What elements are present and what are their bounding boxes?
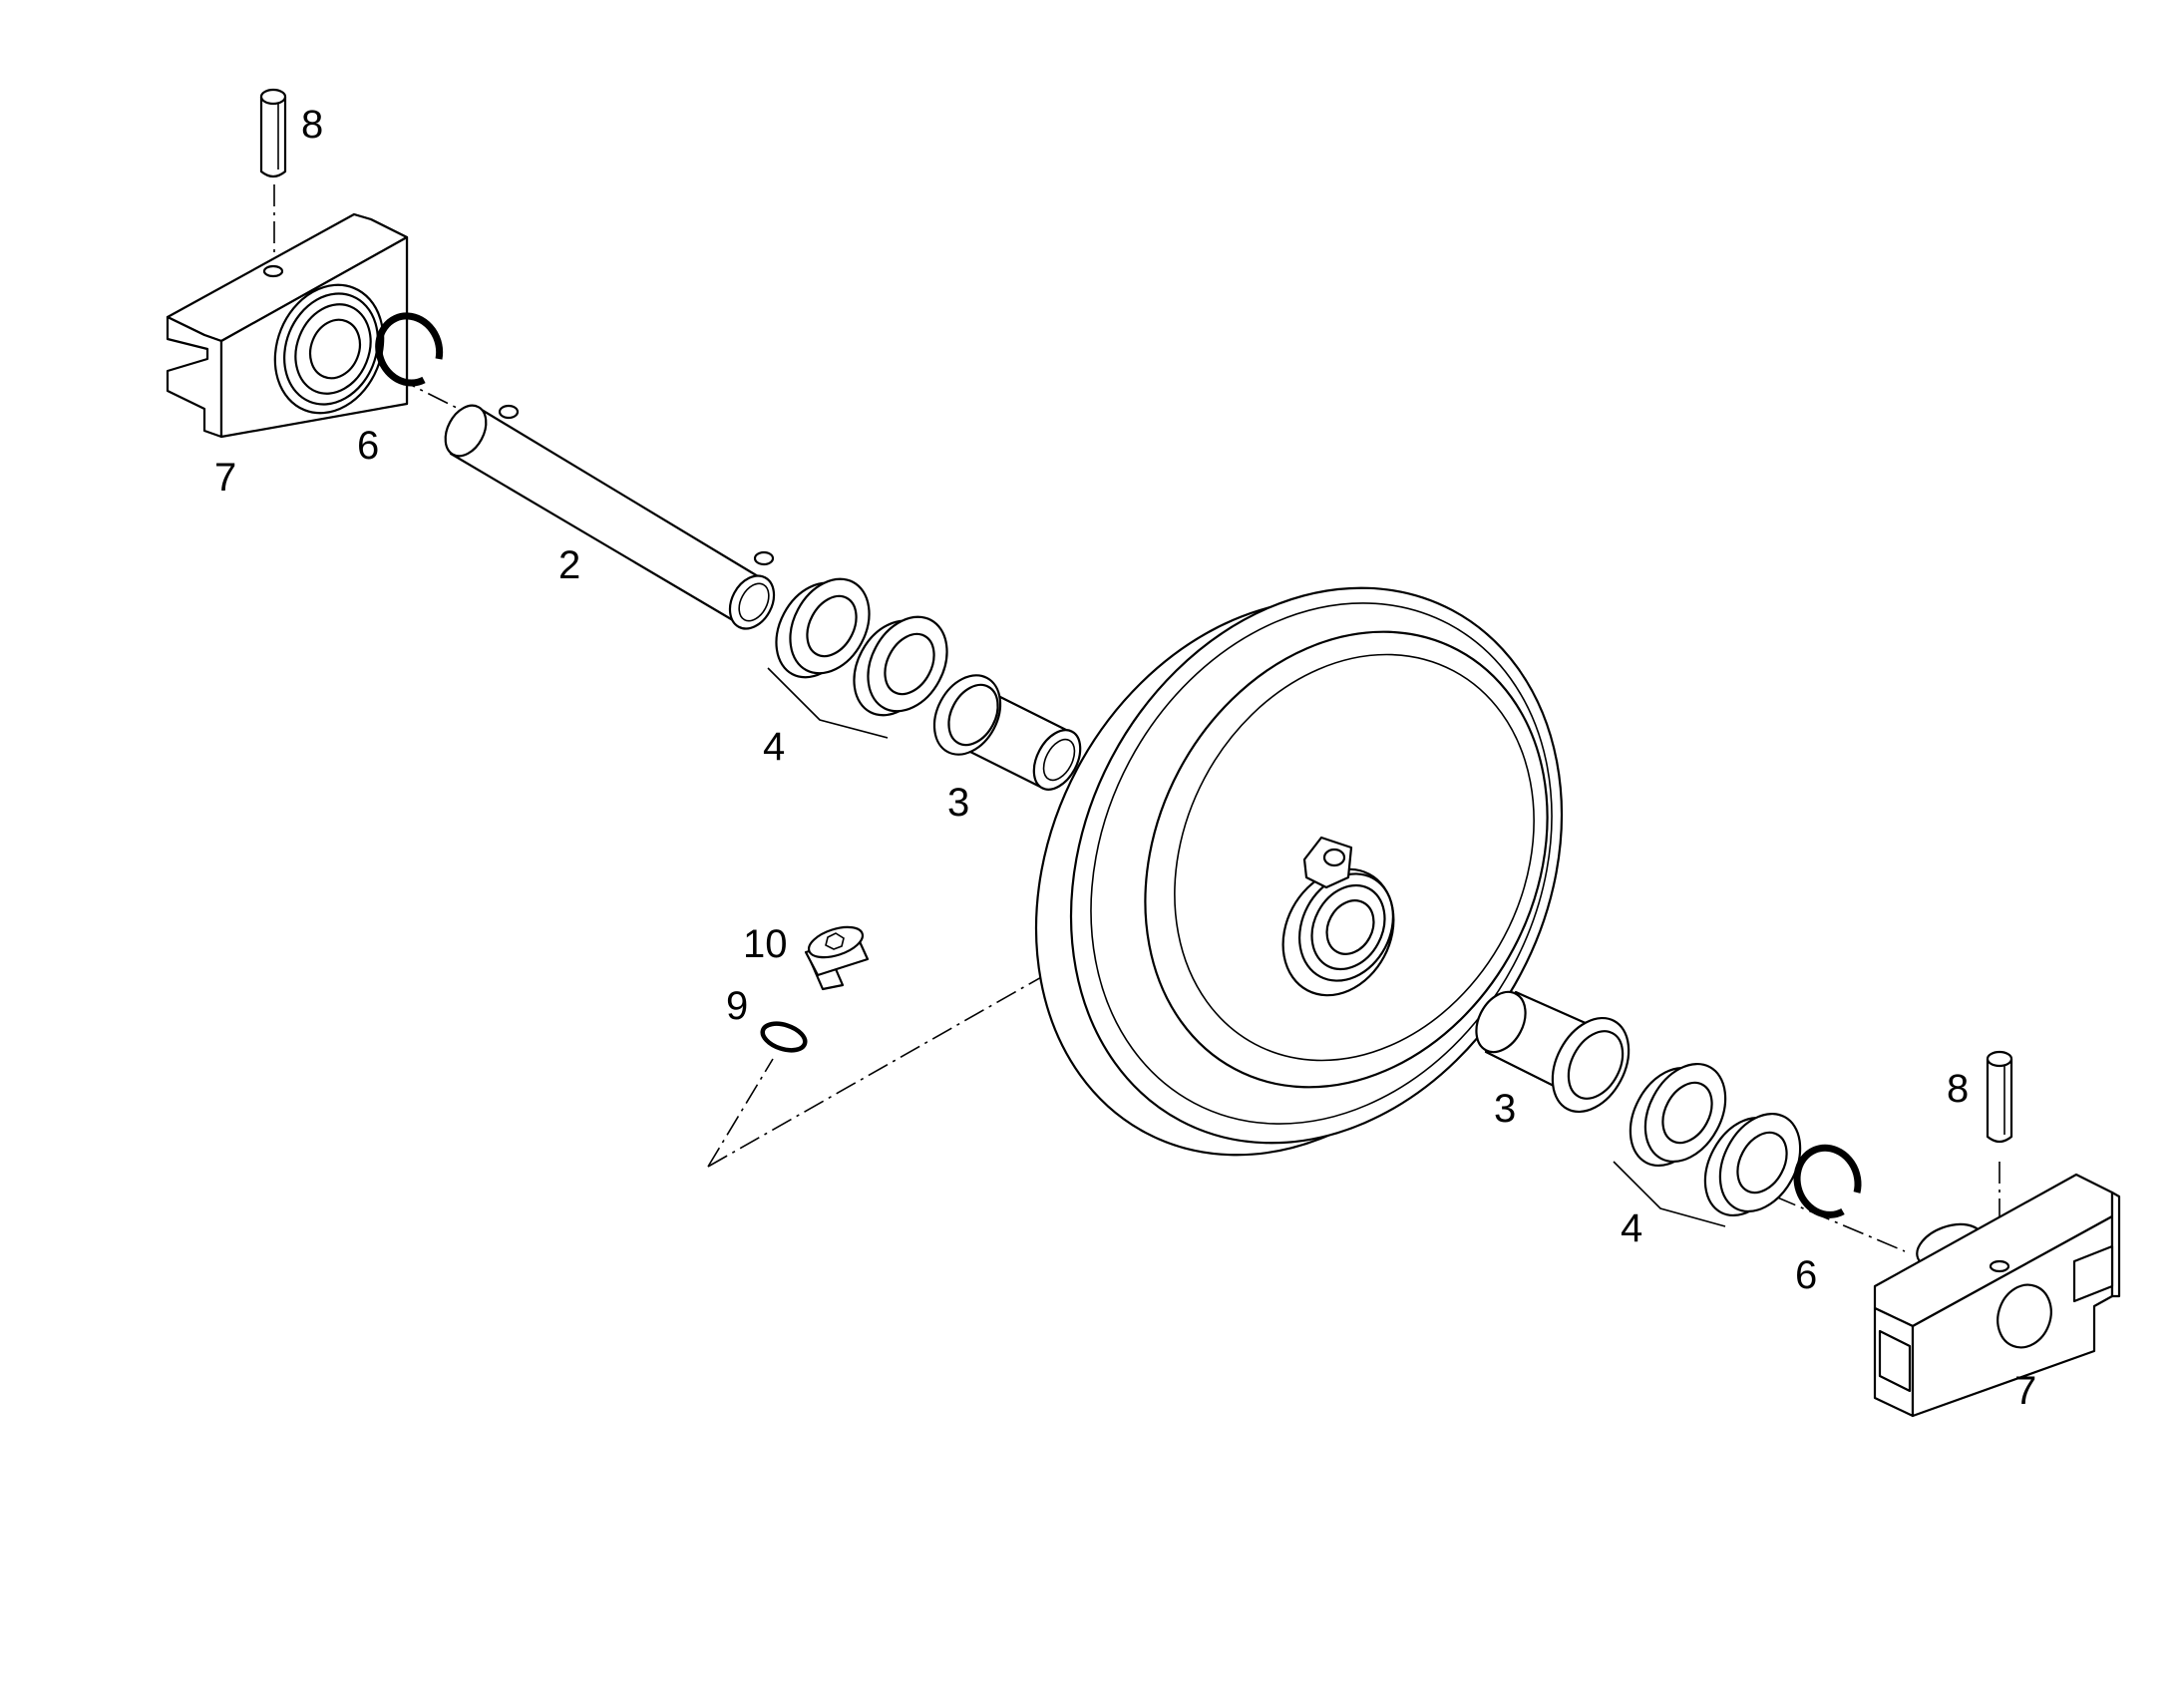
plug (804, 925, 870, 991)
bracket-right (1873, 1173, 2121, 1418)
axis-main-right (1774, 1196, 1906, 1252)
bracket-left (166, 212, 409, 439)
pin-left (259, 88, 287, 178)
seals-left (775, 577, 948, 717)
callout-seals-right: 4 (1621, 1206, 1642, 1250)
callout-bushing-right: 3 (1494, 1087, 1516, 1131)
snap-ring-left (375, 312, 444, 387)
callout-pin-right: 8 (1947, 1067, 1969, 1111)
bushing-left (932, 674, 1082, 791)
snap-ring-right (1793, 1144, 1862, 1218)
callout-shaft: 2 (558, 543, 580, 587)
pin-right (1986, 1050, 2013, 1144)
callout-bracket-right: 7 (2014, 1369, 2036, 1413)
callout-plug: 10 (743, 922, 788, 966)
idler-wheel (1034, 586, 1564, 1157)
callout-pin-left: 8 (301, 103, 323, 147)
bushing-right (1475, 990, 1631, 1114)
callout-oring: 9 (726, 984, 748, 1028)
leader-seals-left (767, 667, 889, 739)
callout-seals-left: 4 (763, 725, 785, 769)
callout-ring-right: 6 (1795, 1253, 1817, 1297)
oring (760, 1021, 808, 1053)
leader-seals-right (1613, 1161, 1726, 1227)
callouts: 8 7 6 2 4 3 10 9 3 4 8 6 7 (214, 103, 2036, 1413)
callout-ring-left: 6 (357, 424, 379, 468)
shaft (444, 404, 776, 630)
axis-plug-b (707, 1058, 774, 1168)
callout-bracket-left: 7 (214, 456, 236, 500)
leader-lines (767, 667, 1726, 1227)
callout-bushing-left: 3 (947, 781, 969, 825)
seals-right (1629, 1062, 1802, 1217)
